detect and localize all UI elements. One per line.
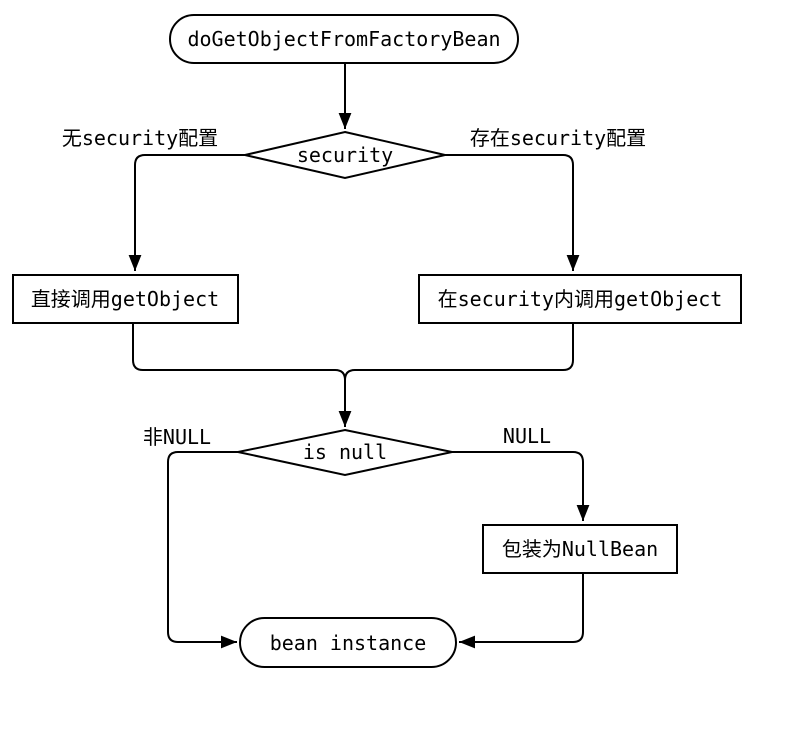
edge-security-to-call-in-security: [445, 154, 580, 271]
edge-direct-call-to-merge: [132, 323, 346, 381]
node-wrap-nullbean: 包装为NullBean: [482, 524, 678, 574]
start-stadium-shape: [169, 14, 519, 64]
start-label: doGetObjectFromFactoryBean: [187, 27, 500, 51]
bean-instance-label: bean instance: [270, 631, 427, 655]
edge-label-null: NULL: [503, 424, 551, 448]
edge-label-not-null: 非NULL: [143, 425, 211, 449]
node-bean-instance: bean instance: [239, 617, 457, 668]
edge-wrap-nullbean-to-bean-instance: [459, 573, 584, 649]
node-start: doGetObjectFromFactoryBean: [169, 14, 519, 64]
edge-label-group: 无security配置 存在security配置 非NULL NULL: [62, 126, 646, 449]
direct-call-label: 直接调用getObject: [31, 287, 219, 311]
security-check-label: security: [297, 143, 393, 167]
node-null-check: is null: [237, 428, 453, 477]
call-in-security-rect-shape: [418, 274, 742, 324]
node-security-check: security: [244, 130, 446, 180]
edge-label-no-security: 无security配置: [62, 126, 218, 150]
edge-null-check-to-wrap-nullbean: [452, 451, 590, 521]
wrap-nullbean-rect-shape: [482, 524, 678, 574]
edge-null-check-to-bean-instance: [167, 451, 238, 649]
call-in-security-label: 在security内调用getObject: [438, 287, 723, 311]
direct-call-rect-shape: [12, 274, 239, 324]
node-direct-call: 直接调用getObject: [12, 274, 239, 324]
wrap-nullbean-label: 包装为NullBean: [502, 537, 658, 561]
bean-instance-stadium-shape: [239, 617, 457, 668]
null-check-label: is null: [303, 440, 387, 464]
edge-group: [128, 63, 590, 649]
edge-security-to-direct-call: [128, 154, 245, 271]
edge-label-has-security: 存在security配置: [470, 126, 646, 150]
null-check-diamond-shape: [237, 428, 453, 477]
edge-call-in-security-to-merge: [344, 323, 574, 381]
security-diamond-shape: [244, 130, 446, 180]
node-call-in-security: 在security内调用getObject: [418, 274, 742, 324]
